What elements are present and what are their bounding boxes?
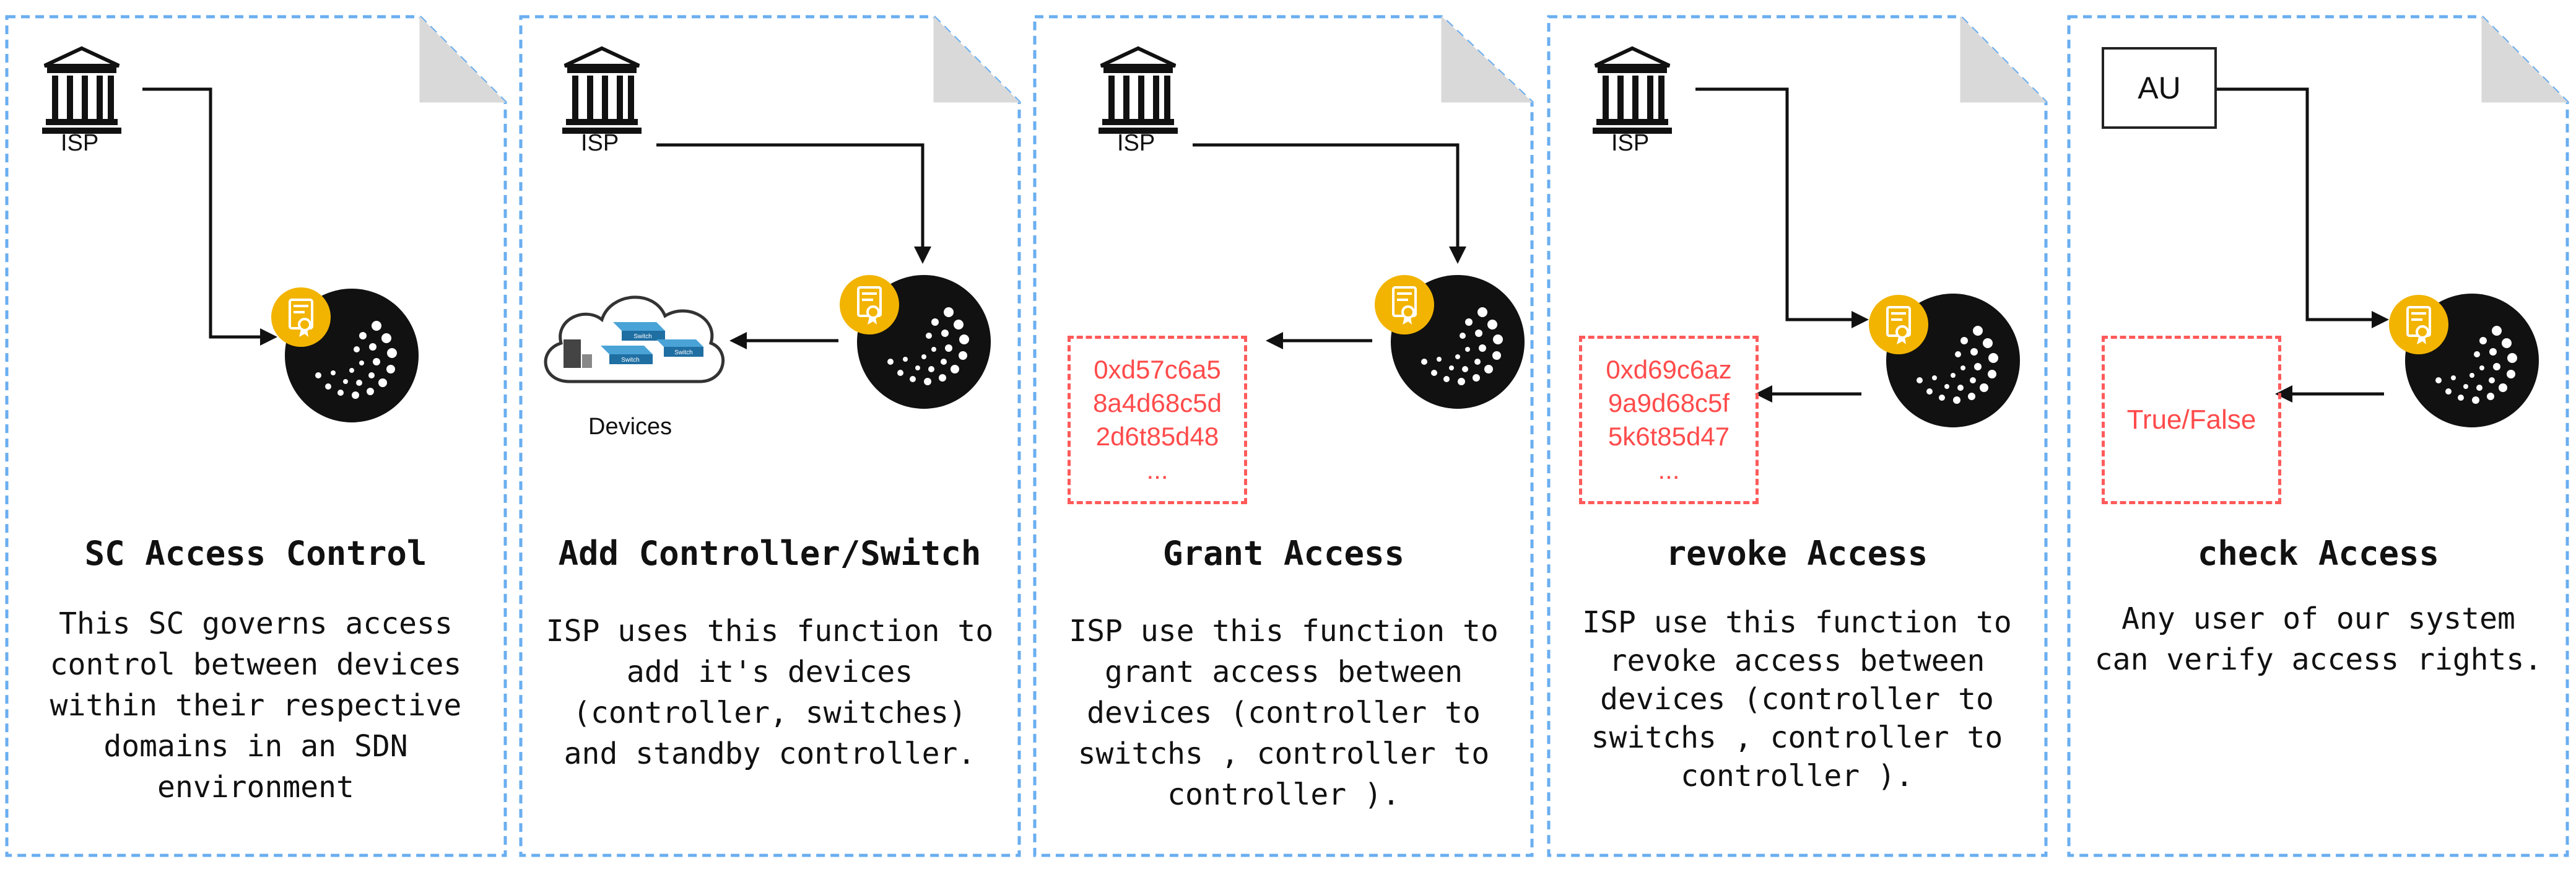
transaction-hash-box: 0xd57c6a5 8a4d68c5d 2d6t85d48 ... — [1068, 336, 1247, 504]
panel-description: ISP use this function to revoke access b… — [1547, 603, 2047, 795]
panel-description: Any user of our system can verify access… — [2067, 598, 2570, 680]
cloud-devices-icon: Switch Switch Switch — [544, 295, 725, 383]
panel-description: ISP use this function to grant access be… — [1033, 611, 1534, 815]
access-result-box: True/False — [2102, 336, 2281, 504]
panel-sc-access-control: ISP SC Access Control This SC governs ac… — [5, 15, 507, 857]
panel-title: Add Controller/Switch — [558, 534, 981, 573]
description-line: Any user of our system — [2121, 601, 2515, 636]
certificate-badge-icon — [271, 287, 331, 347]
bank-icon — [1593, 46, 1672, 134]
transaction-hash-box: 0xd69c6az 9a9d68c5f 5k6t85d47 ... — [1579, 336, 1759, 504]
certificate-badge-icon — [2389, 295, 2448, 354]
cloud-switch-label: Switch — [674, 349, 692, 356]
panel-title: revoke Access — [1666, 534, 1928, 573]
description-line: switchs , controller to — [1591, 720, 2003, 755]
certificate-badge-icon — [840, 275, 899, 334]
authorized-user-box: AU — [2102, 47, 2217, 129]
cloud-switch-label: Switch — [633, 333, 651, 340]
bank-icon — [562, 46, 642, 134]
description-line: can verify access rights. — [2094, 642, 2543, 677]
description-line: controller ). — [1167, 777, 1400, 812]
hash-line: ... — [1146, 455, 1168, 484]
description-line: (controller, switches) — [573, 696, 967, 730]
bank-icon — [1099, 46, 1178, 134]
description-line: devices (controller to — [1087, 696, 1481, 730]
description-line: control between devices — [50, 647, 462, 682]
description-line: and standby controller. — [564, 736, 976, 771]
panel-title: check Access — [2197, 534, 2440, 573]
certificate-badge-icon — [1869, 295, 1928, 354]
panel-border — [519, 15, 1021, 857]
panel-border — [2067, 15, 2569, 857]
panel-description: This SC governs access control between d… — [5, 603, 507, 808]
panel-border — [1547, 15, 2048, 857]
certificate-badge-icon — [1375, 275, 1434, 334]
panel-description: ISP uses this function to add it's devic… — [519, 611, 1020, 774]
description-line: ISP uses this function to — [546, 614, 994, 648]
hash-line: 8a4d68c5d — [1093, 388, 1222, 417]
description-line: devices (controller to — [1600, 682, 1994, 717]
hash-line: ... — [1658, 455, 1680, 484]
hash-line: 2d6t85d48 — [1095, 422, 1219, 451]
hash-line: 9a9d68c5f — [1608, 388, 1730, 417]
description-line: grant access between — [1105, 655, 1463, 689]
description-line: environment — [157, 770, 354, 805]
description-line: ISP use this function to — [1069, 614, 1499, 648]
description-line: switchs , controller to — [1077, 736, 1490, 771]
description-line: domains in an SDN — [103, 729, 408, 764]
actor-label: ISP — [1611, 130, 1650, 156]
description-line: ISP use this function to — [1582, 605, 2012, 640]
hash-line: 5k6t85d47 — [1608, 422, 1730, 451]
actor-label: ISP — [61, 130, 99, 156]
panel-border — [5, 15, 507, 857]
description-line: This SC governs access — [59, 606, 453, 641]
panel-border — [1033, 15, 1534, 857]
panel-revoke-access: ISP 0xd69c6az 9a9d68c5f 5k6t85d47 ... re… — [1547, 15, 2048, 857]
devices-label: Devices — [588, 414, 672, 440]
bank-icon — [42, 46, 121, 134]
description-line: revoke access between — [1609, 644, 1985, 678]
cloud-switch-label: Switch — [621, 357, 639, 364]
description-line: add it's devices — [626, 655, 913, 689]
actor-label: ISP — [1117, 130, 1155, 156]
description-line: within their respective — [50, 688, 462, 723]
panel-add-controller-switch: ISP Switch Switch Switch Devices — [519, 15, 1021, 857]
description-line: controller ). — [1681, 759, 1913, 793]
panel-title: SC Access Control — [84, 534, 427, 573]
hash-line: 0xd69c6az — [1606, 355, 1732, 384]
panel-check-access: AU True/False check Access Any user of o… — [2067, 15, 2570, 857]
actor-label: ISP — [581, 130, 619, 156]
panel-title: Grant Access — [1162, 534, 1405, 573]
hash-line: 0xd57c6a5 — [1094, 355, 1221, 384]
panel-grant-access: ISP 0xd57c6a5 8a4d68c5d 2d6t85d48 ... Gr… — [1033, 15, 1534, 857]
